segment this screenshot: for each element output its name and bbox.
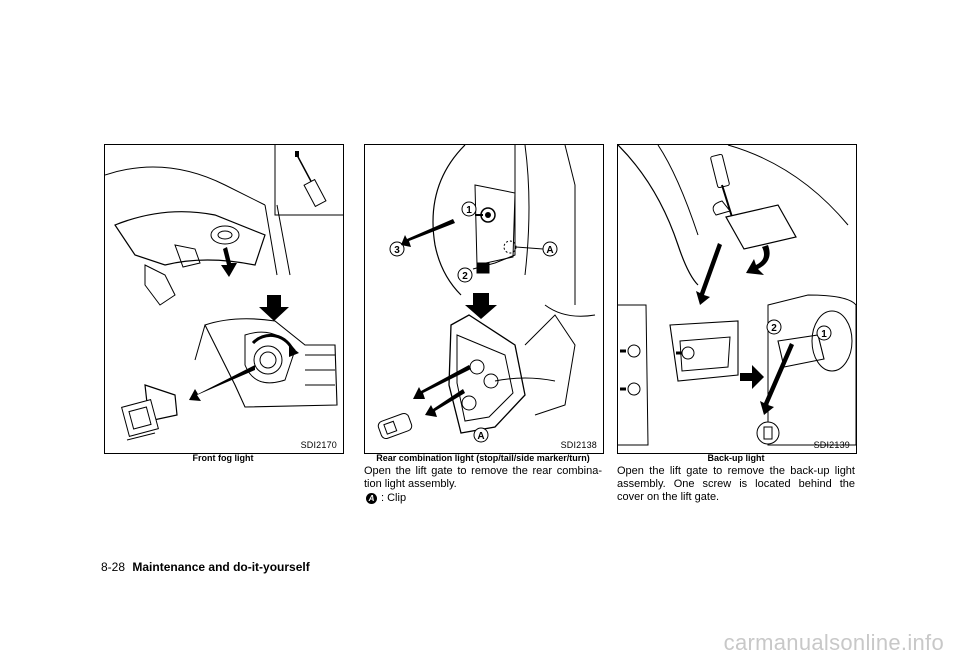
figure-caption: Back-up light	[707, 453, 765, 463]
svg-text:2: 2	[462, 271, 468, 282]
callout-a-top: A	[542, 241, 558, 257]
watermark: carmanualsonline.info	[723, 630, 944, 655]
svg-text:1: 1	[466, 205, 472, 216]
callout-2: 2	[766, 319, 782, 335]
page-number: 8-28	[101, 560, 126, 574]
callout-1: 1	[461, 201, 477, 217]
figure-caption: Rear combination light (stop/tail/side m…	[376, 453, 590, 463]
rear-combination-light-illustration: 1 A 2 3	[377, 145, 596, 443]
figure-code: SDI2138	[560, 440, 597, 450]
backup-light-instructions: Open the lift gate to remove the back-up…	[617, 465, 855, 503]
figure-rear-combination-light: 1 A 2 3	[364, 144, 604, 454]
callout-a-bottom: A	[473, 427, 489, 443]
callout-3: 3	[389, 241, 405, 257]
back-up-light-illustration: 2 1	[618, 145, 856, 446]
callout-1: 1	[816, 325, 832, 341]
svg-text:A: A	[546, 245, 553, 256]
callout-a-badge: A	[366, 492, 377, 504]
front-fog-light-illustration	[105, 145, 343, 441]
svg-text:A: A	[477, 431, 484, 442]
page-footer: 8-28 Maintenance and do-it-yourself	[101, 560, 310, 574]
figure-back-up-light: 2 1 SDI2139	[617, 144, 857, 454]
clip-legend: A : Clip	[366, 492, 406, 504]
figure-code: SDI2170	[300, 440, 337, 450]
svg-text:1: 1	[821, 329, 827, 340]
figure-caption: Front fog light	[192, 453, 254, 463]
svg-text:3: 3	[394, 245, 400, 256]
section-title: Maintenance and do-it-yourself	[132, 560, 310, 574]
rear-light-instructions: Open the lift gate to remove the rear co…	[364, 465, 602, 490]
svg-text:2: 2	[771, 323, 777, 334]
clip-label: : Clip	[381, 492, 407, 504]
figure-code: SDI2139	[813, 440, 850, 450]
figure-front-fog-light: SDI2170	[104, 144, 344, 454]
callout-2: 2	[457, 267, 473, 283]
